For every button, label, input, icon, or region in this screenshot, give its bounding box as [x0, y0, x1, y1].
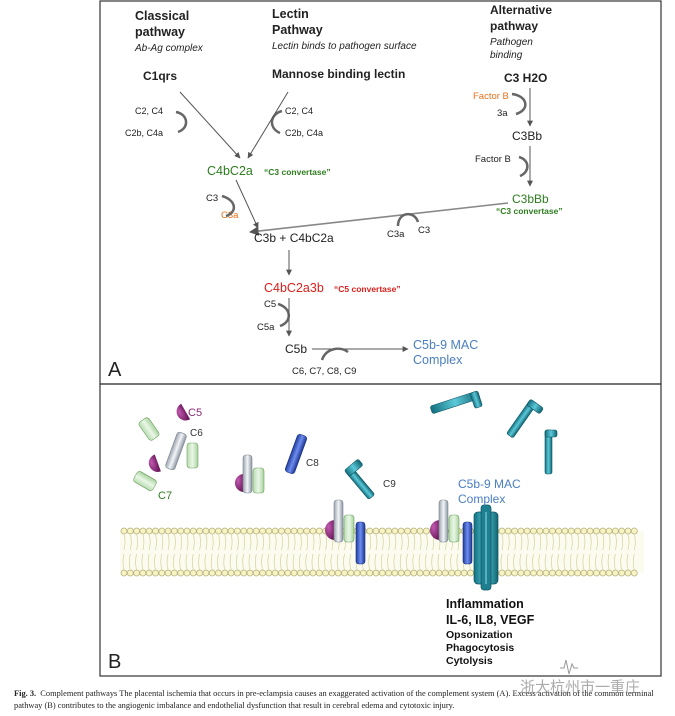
alternative-factor-b-2: Factor B: [475, 154, 511, 165]
classical-out: C2b, C4a: [125, 128, 163, 138]
watermark: 浙大杭州市一重庄: [520, 678, 641, 696]
alternative-curve-3: [396, 213, 420, 227]
classical-in: C2, C4: [135, 106, 163, 116]
c5-curve: [277, 302, 290, 328]
membrane-complex-1-blue: [355, 521, 366, 565]
c8-free-shape: [285, 434, 307, 474]
mac-label-b-2: Complex: [458, 492, 505, 506]
free-green-cylinder-2: [186, 442, 199, 469]
c5-convertase-label: “C5 convertase”: [334, 284, 401, 294]
complex-gray: [242, 454, 253, 494]
complex-green: [252, 467, 265, 494]
c5-free-shape: [176, 403, 191, 421]
membrane: [120, 527, 644, 577]
c6-label: C6: [190, 428, 203, 439]
complex-purple: [235, 474, 244, 492]
panel-a: Classical pathway Ab-Ag complex C1qrs C2…: [108, 3, 563, 381]
lectin-title-1: Lectin: [272, 7, 309, 21]
membrane-complex-2-purple: [430, 520, 440, 540]
c9-free-shape: [344, 459, 375, 500]
alternative-title-1: Alternative: [490, 3, 552, 17]
classical-subtitle: Ab-Ag complex: [134, 43, 204, 54]
panel-b-label: B: [108, 651, 121, 673]
inflammation-cytolysis: Cytolysis: [446, 655, 493, 667]
lectin-out: C2b, C4a: [285, 128, 323, 138]
alternative-title-2: pathway: [490, 19, 538, 33]
inflammation-opsonization: Opsonization: [446, 629, 513, 641]
alternative-subtitle-2: binding: [490, 50, 523, 61]
panel-a-label: A: [108, 359, 122, 381]
panel-a-frame: [99, 0, 662, 385]
classical-title-1: Classical: [135, 9, 189, 23]
c6-free-shape: [165, 431, 187, 471]
c7-label: C7: [158, 490, 172, 502]
membrane-complex-1-purple: [325, 520, 335, 540]
alternative-c3-convertase: “C3 convertase”: [496, 206, 563, 216]
mac-label-b-1: C5b-9 MAC: [458, 477, 521, 491]
classical-arrow: [179, 91, 241, 159]
c4bc2a: C4bC2a: [207, 164, 253, 178]
alternative-factor-b-1: Factor B: [473, 91, 509, 102]
classical-title-2: pathway: [135, 25, 185, 39]
c6-9-curve: [320, 347, 349, 361]
alternative-curve-2: [518, 155, 529, 178]
membrane-complex-2-green: [448, 514, 460, 543]
c5a-out: C5a: [257, 322, 275, 333]
lectin-in: C2, C4: [285, 106, 313, 116]
free-green-cylinder-3: [133, 471, 157, 491]
alternative-subtitle-1: Pathogen: [490, 37, 533, 48]
teal-piece-1: [430, 390, 483, 414]
lectin-title-2: Pathway: [272, 23, 323, 37]
lectin-arrow: [247, 91, 289, 159]
c4bc2a-arrow: [235, 179, 259, 229]
c5-free-shape-2: [148, 454, 161, 472]
alternative-to-c3b-arrow: [249, 202, 509, 236]
alternative-c3: C3: [418, 225, 430, 236]
c5-in: C5: [264, 299, 276, 310]
inflammation-cytokines: IL-6, IL8, VEGF: [446, 613, 535, 627]
panel-b-frame: [99, 383, 662, 677]
mac-label-a-2: Complex: [413, 353, 463, 367]
alternative-c3a: C3a: [387, 229, 405, 240]
alternative-curve-1: [511, 92, 527, 116]
c5-label: C5: [188, 407, 202, 419]
membrane-complex-1-gray: [333, 499, 344, 543]
alternative-start: C3 H2O: [504, 71, 547, 85]
mac-pore: [473, 504, 499, 591]
c5-convertase-name: C4bC2a3b: [264, 281, 324, 295]
alternative-c3bbb: C3bBb: [512, 192, 549, 206]
figure-caption: Fig. 3. Complement pathways The placenta…: [14, 688, 664, 712]
lectin-subtitle: Lectin binds to pathogen surface: [272, 41, 417, 52]
c3b-c4bc2a: C3b + C4bC2a: [254, 231, 334, 245]
waveform-icon: [560, 659, 578, 675]
teal-piece-2: [506, 399, 544, 438]
classical-start: C1qrs: [143, 69, 177, 83]
c3-in: C3: [206, 193, 218, 204]
lectin-curve: [270, 109, 283, 135]
membrane-complex-1-green: [343, 514, 355, 543]
caption-text: Complement pathways The placental ischem…: [14, 689, 654, 710]
panel-b: C5 C6 C7 C8 C9: [108, 390, 644, 675]
membrane-complex-2-gray: [438, 499, 449, 543]
inflammation-phagocytosis: Phagocytosis: [446, 642, 514, 654]
c3-curve: [221, 194, 235, 218]
teal-piece-3: [544, 429, 558, 475]
alternative-out-3a: 3a: [497, 108, 508, 119]
classical-curve: [175, 110, 188, 134]
mac-label-a-1: C5b-9 MAC: [413, 338, 478, 352]
membrane-complex-2-blue: [462, 521, 473, 565]
c9-label: C9: [383, 479, 396, 490]
c3-convertase-label: “C3 convertase”: [264, 167, 331, 177]
caption-label: Fig. 3.: [14, 689, 37, 698]
free-green-cylinder-1: [138, 417, 160, 441]
lectin-start: Mannose binding lectin: [272, 67, 405, 81]
c5b: C5b: [285, 342, 307, 356]
alternative-c3bb: C3Bb: [512, 129, 542, 143]
c6-to-c9: C6, C7, C8, C9: [292, 366, 356, 377]
c8-label: C8: [306, 458, 319, 469]
inflammation-title: Inflammation: [446, 597, 524, 611]
